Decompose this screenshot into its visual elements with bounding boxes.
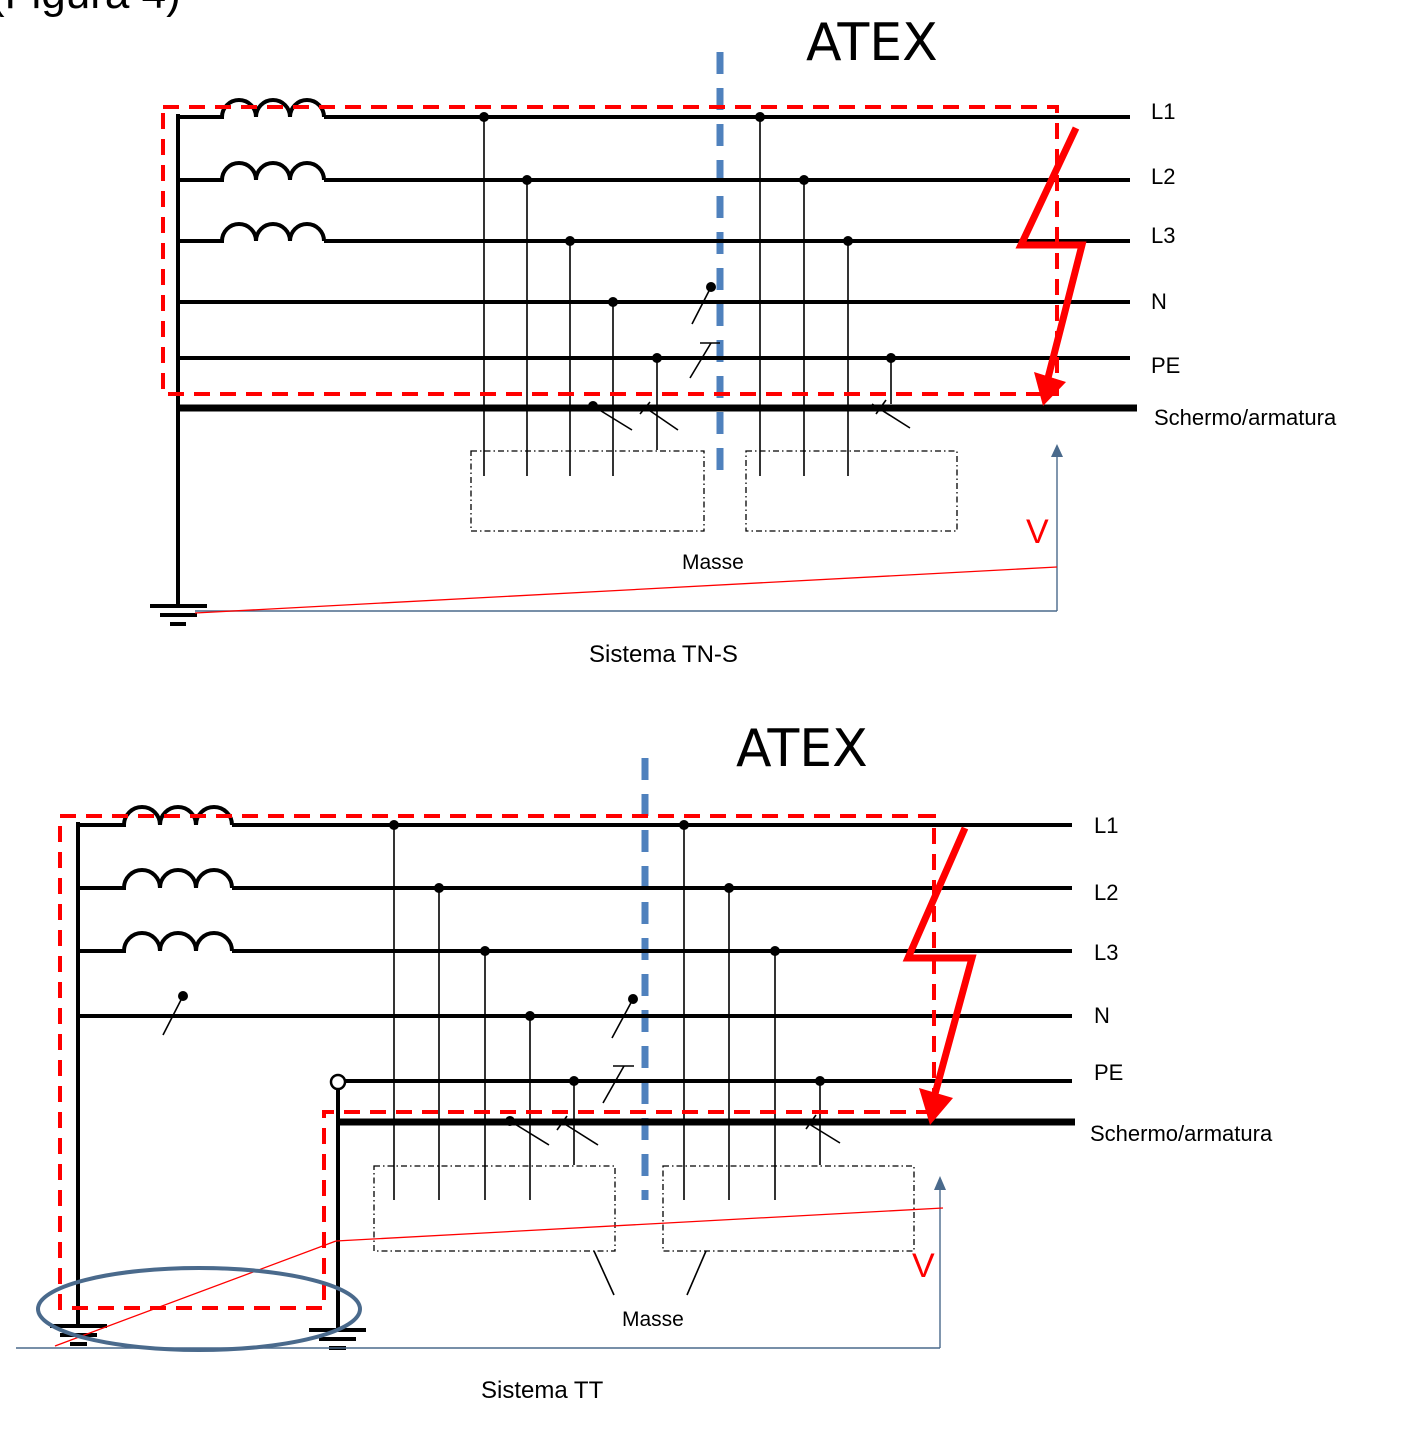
load-taps-right bbox=[679, 820, 841, 1200]
voltage-measurement bbox=[194, 444, 1063, 614]
shield-switch-left bbox=[505, 1115, 599, 1146]
earth-symbol bbox=[150, 604, 207, 626]
fault-loop-path bbox=[161, 105, 1059, 396]
line-label-l1: L1 bbox=[1094, 813, 1118, 838]
equipment-enclosure-right bbox=[662, 1165, 915, 1252]
equipment-enclosure-left bbox=[470, 450, 705, 532]
page-header-fragment: (Figura 4) bbox=[0, 0, 181, 18]
fault-loop-path bbox=[58, 814, 936, 1310]
line-label-shield: Schermo/armatura bbox=[1154, 405, 1337, 430]
transformer-coils bbox=[178, 98, 326, 243]
line-label-n: N bbox=[1151, 289, 1167, 314]
earth-electrodes-highlight bbox=[36, 1266, 362, 1352]
earth-symbol-installation bbox=[309, 1328, 366, 1350]
voltage-measurement bbox=[16, 1176, 946, 1349]
atex-zone-label: ATEX bbox=[736, 719, 868, 779]
line-label-l3: L3 bbox=[1151, 223, 1175, 248]
line-label-n: N bbox=[1094, 1003, 1110, 1028]
masse-label: Masse bbox=[682, 551, 744, 574]
voltage-label: V bbox=[1026, 513, 1049, 551]
masse-label: Masse bbox=[622, 1308, 684, 1331]
fault-lightning-arrow bbox=[902, 826, 977, 1125]
line-label-l1: L1 bbox=[1151, 99, 1175, 124]
atex-zone-label: ATEX bbox=[806, 13, 938, 73]
diagram-caption: Sistema TN-S bbox=[589, 641, 738, 668]
masse-pointer-left bbox=[593, 1250, 615, 1296]
line-label-shield: Schermo/armatura bbox=[1090, 1121, 1273, 1146]
equipment-enclosure-right bbox=[745, 450, 958, 532]
line-label-pe: PE bbox=[1151, 353, 1180, 378]
source-neutral-switch bbox=[162, 991, 188, 1036]
load-taps-left bbox=[389, 820, 579, 1200]
masse-pointer-right bbox=[686, 1250, 707, 1296]
diagram-tt: ATEX bbox=[16, 719, 1273, 1404]
diagram-caption: Sistema TT bbox=[481, 1377, 604, 1404]
line-label-l2: L2 bbox=[1151, 164, 1175, 189]
boundary-switches bbox=[602, 994, 638, 1104]
fault-lightning-arrow bbox=[1015, 126, 1087, 406]
diagram-tn-s: ATEX L1 L2 L3 N PE Schermo/armatura bbox=[150, 13, 1337, 668]
pe-terminal bbox=[329, 1073, 347, 1091]
voltage-label: V bbox=[912, 1247, 935, 1285]
load-taps-right bbox=[755, 112, 911, 476]
line-label-l2: L2 bbox=[1094, 880, 1118, 905]
boundary-switches bbox=[689, 282, 720, 379]
load-taps-left bbox=[479, 112, 662, 476]
line-label-l3: L3 bbox=[1094, 940, 1118, 965]
shield-switch-left bbox=[588, 401, 679, 431]
line-label-pe: PE bbox=[1094, 1060, 1123, 1085]
transformer-coils bbox=[78, 805, 234, 953]
equipment-enclosure-left bbox=[373, 1165, 616, 1252]
